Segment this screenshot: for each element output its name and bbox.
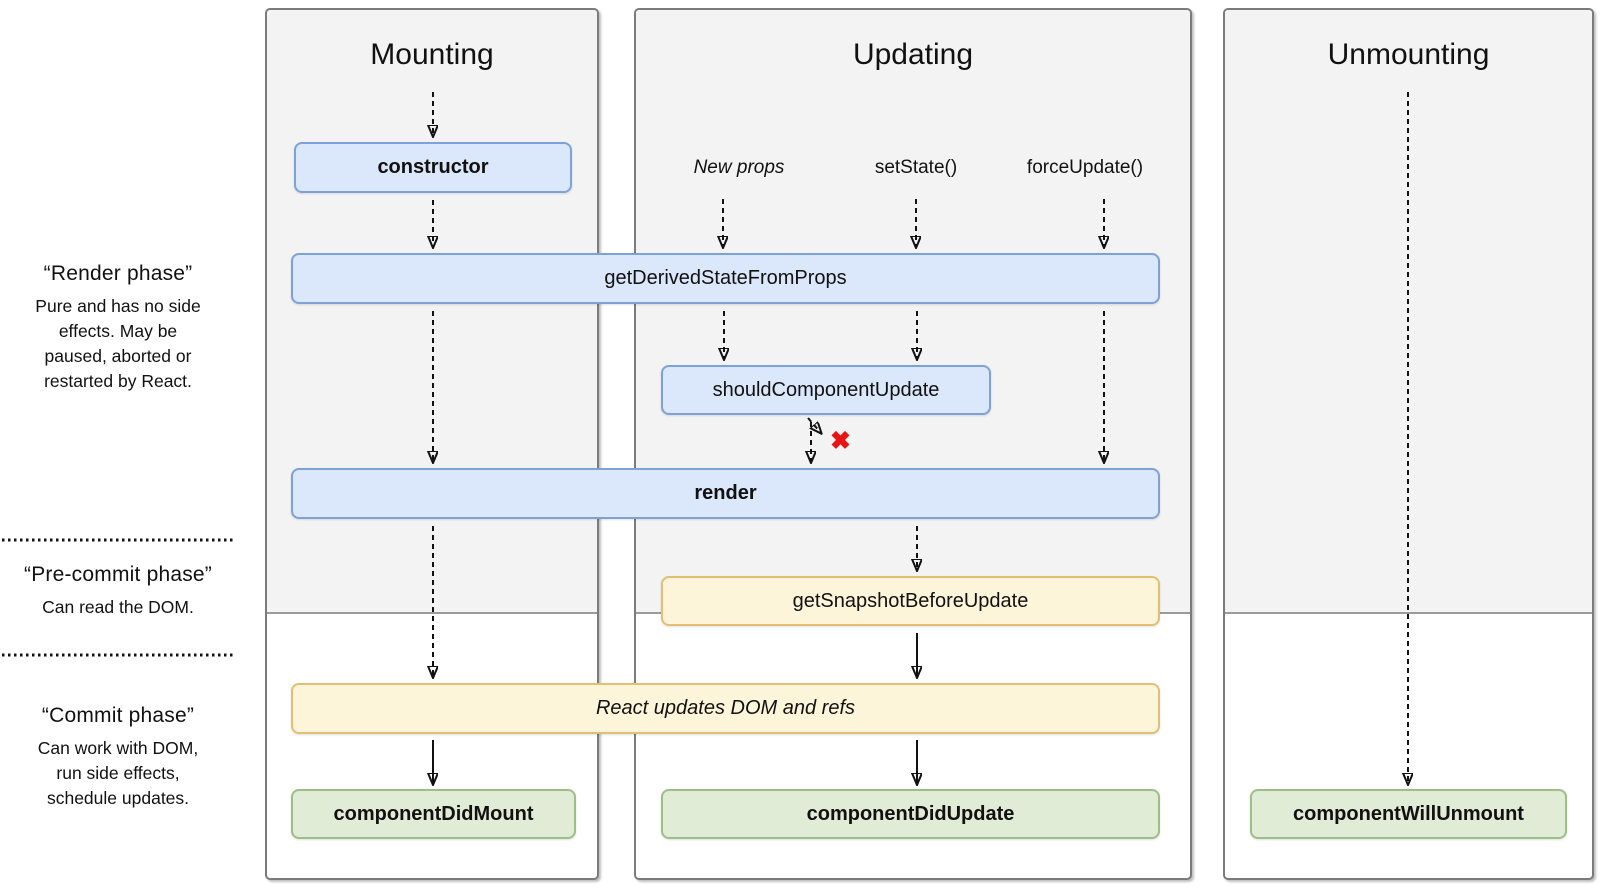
render-box[interactable]: render — [291, 468, 1160, 519]
component-did-update-box[interactable]: componentDidUpdate — [661, 789, 1160, 839]
unmounting-column: Unmounting — [1223, 8, 1594, 880]
constructor-box[interactable]: constructor — [294, 142, 572, 193]
mounting-render-phase-region — [267, 10, 597, 614]
mounting-column-title: Mounting — [370, 38, 494, 71]
component-did-update-label: componentDidUpdate — [806, 802, 1015, 825]
skip-render-x-icon: ✖ — [830, 427, 851, 455]
render-label: render — [694, 482, 757, 504]
react-updates-dom-label: React updates DOM and refs — [595, 697, 855, 719]
render-phase-description: Pure and has no side effects. May be pau… — [35, 296, 201, 391]
get-derived-state-from-props-label: getDerivedStateFromProps — [604, 267, 847, 289]
render-phase-legend: “Render phase” Pure and has no side effe… — [0, 262, 236, 394]
get-snapshot-before-update-label: getSnapshotBeforeUpdate — [792, 589, 1029, 612]
get-derived-state-from-props-box[interactable]: getDerivedStateFromProps — [291, 253, 1160, 304]
render-phase-title: “Render phase” — [43, 262, 193, 285]
commit-phase-legend: “Commit phase” Can work with DOM, run si… — [0, 704, 236, 811]
component-did-mount-label: componentDidMount — [333, 802, 534, 825]
constructor-label: constructor — [377, 156, 489, 178]
commit-phase-title: “Commit phase” — [41, 704, 195, 727]
phase-legend: “Render phase” Pure and has no side effe… — [0, 0, 236, 891]
component-did-mount-box[interactable]: componentDidMount — [291, 789, 576, 839]
force-update-label: forceUpdate() — [1026, 157, 1144, 178]
updating-column-title: Updating — [852, 38, 974, 71]
updating-column: Updating — [634, 8, 1192, 880]
mounting-column: Mounting — [265, 8, 599, 880]
component-will-unmount-label: componentWillUnmount — [1293, 802, 1524, 825]
commit-phase-description: Can work with DOM, run side effects, sch… — [37, 738, 199, 808]
unmounting-column-title: Unmounting — [1327, 38, 1490, 71]
unmounting-render-phase-region — [1225, 10, 1592, 614]
should-component-update-label: shouldComponentUpdate — [712, 378, 940, 401]
component-will-unmount-box[interactable]: componentWillUnmount — [1250, 789, 1567, 839]
pre-commit-phase-description: Can read the DOM. — [42, 597, 194, 617]
pre-commit-phase-title: “Pre-commit phase” — [24, 563, 212, 586]
updating-render-phase-region — [636, 10, 1190, 614]
set-state-label: setState() — [874, 157, 958, 178]
pre-commit-phase-legend: “Pre-commit phase” Can read the DOM. — [0, 563, 236, 620]
new-props-label: New props — [693, 157, 785, 178]
react-updates-dom-box: React updates DOM and refs — [291, 683, 1160, 734]
should-component-update-box[interactable]: shouldComponentUpdate — [661, 365, 991, 415]
get-snapshot-before-update-box[interactable]: getSnapshotBeforeUpdate — [661, 576, 1160, 626]
